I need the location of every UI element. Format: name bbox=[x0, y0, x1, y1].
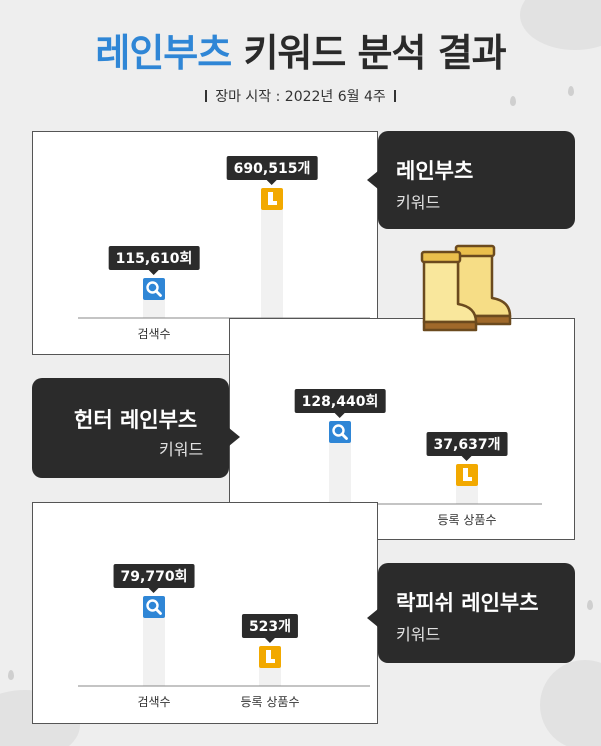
search-icon bbox=[329, 421, 351, 443]
raindrop-icon bbox=[8, 670, 14, 680]
value-label: 37,637개 bbox=[426, 432, 508, 461]
page-subtitle: 장마 시작 : 2022년 6월 4주 bbox=[0, 86, 601, 106]
page-title: 레인부츠 키워드 분석 결과 bbox=[0, 22, 601, 77]
category-label: 검색수 bbox=[137, 327, 171, 341]
bar-search-count bbox=[329, 433, 351, 504]
keyword-title: 헌터 레인부츠 bbox=[74, 408, 198, 432]
title-rest: 키워드 분석 결과 bbox=[243, 31, 506, 75]
divider bbox=[393, 90, 396, 102]
keyword-title: 락피쉬 레인부츠 bbox=[396, 591, 539, 615]
pointer-arrow bbox=[367, 609, 378, 627]
chart-panel-3 bbox=[32, 502, 378, 724]
value-label: 115,610회 bbox=[108, 246, 200, 275]
raindrop-icon bbox=[587, 600, 593, 610]
keyword-subtitle: 키워드 bbox=[159, 440, 204, 459]
value-label: 128,440회 bbox=[294, 389, 386, 418]
title-accent: 레인부츠 bbox=[95, 31, 232, 75]
divider bbox=[205, 90, 208, 102]
boot-icon bbox=[259, 646, 281, 668]
keyword-subtitle: 키워드 bbox=[396, 625, 441, 644]
search-icon bbox=[143, 596, 165, 618]
boot-icon bbox=[261, 188, 283, 210]
rain-boots-illustration bbox=[420, 244, 512, 332]
value-label: 690,515개 bbox=[226, 156, 318, 185]
category-label: 등록 상품수 bbox=[240, 695, 300, 709]
category-label: 검색수 bbox=[137, 695, 171, 709]
keyword-label-3: 락피쉬 레인부츠 키워드 bbox=[367, 563, 575, 663]
pointer-arrow bbox=[229, 428, 240, 446]
value-label: 523개 bbox=[241, 614, 299, 643]
value-label: 79,770회 bbox=[113, 564, 195, 593]
bar-product-count bbox=[261, 200, 283, 318]
subtitle-text: 장마 시작 : 2022년 6월 4주 bbox=[215, 89, 386, 105]
keyword-title: 레인부츠 bbox=[396, 159, 474, 183]
pointer-arrow bbox=[367, 171, 378, 189]
keyword-subtitle: 키워드 bbox=[396, 193, 441, 212]
category-label: 등록 상품수 bbox=[437, 513, 497, 527]
search-icon bbox=[143, 278, 165, 300]
bar-search-count bbox=[143, 608, 165, 686]
keyword-label-2: 헌터 레인부츠 키워드 bbox=[32, 378, 240, 478]
raindrop-icon bbox=[568, 86, 574, 96]
boot-icon bbox=[456, 464, 478, 486]
raindrop-icon bbox=[510, 96, 516, 106]
keyword-label-1: 레인부츠 키워드 bbox=[367, 131, 575, 229]
